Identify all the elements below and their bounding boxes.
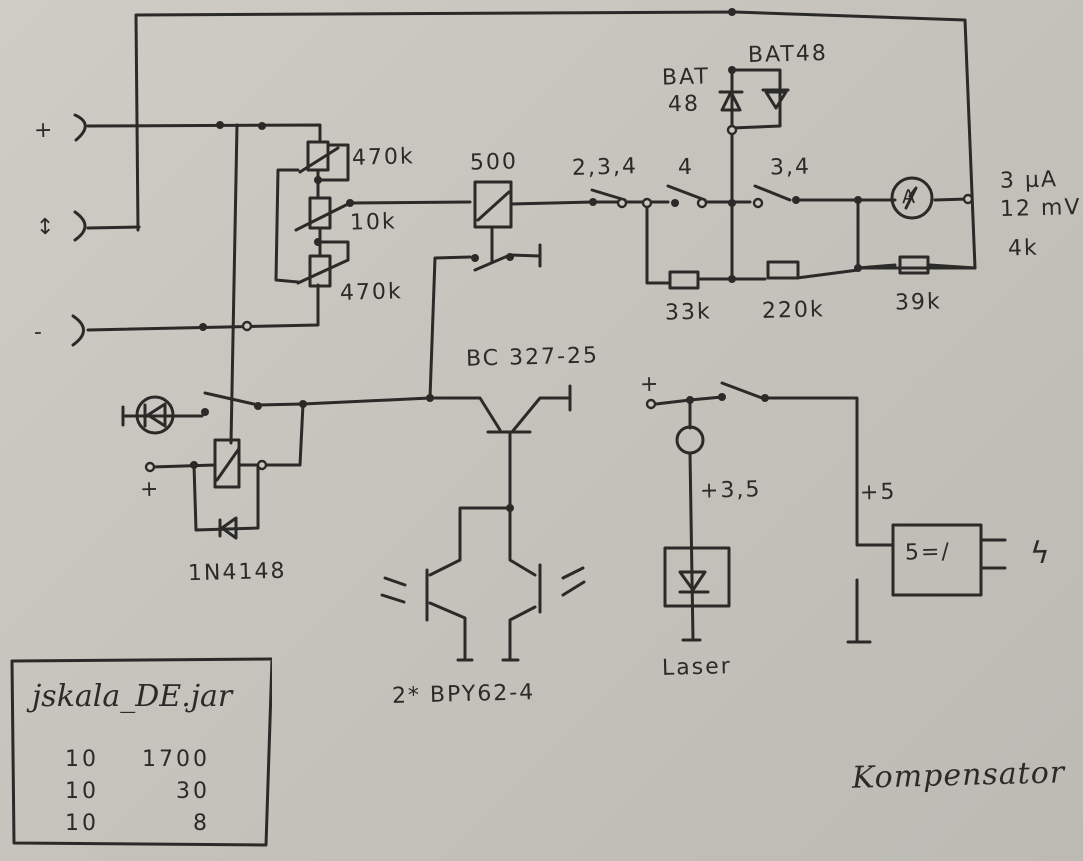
table-cell: 1700 — [142, 747, 210, 772]
table-title: jskala_DE.jar — [32, 679, 233, 714]
light-arrows — [380, 566, 586, 604]
table-cell: 10 — [65, 811, 99, 836]
table-cell: 8 — [193, 811, 210, 836]
flyback-diode-label: 1N4148 — [187, 558, 287, 587]
bat48-diodes — [718, 88, 790, 112]
photodiode-left — [135, 395, 175, 435]
jack-signal — [73, 210, 87, 242]
converter-label: 5=/ — [904, 539, 952, 566]
table-cell: 10 — [65, 779, 99, 804]
wire-top-loop — [134, 10, 977, 270]
bc327-transistor — [428, 384, 572, 577]
converter-voltage-label: +5 — [859, 479, 897, 506]
wire-pot-relay — [348, 200, 472, 205]
meter-spec-resistance: 4k — [1007, 235, 1040, 262]
wire-minus-input — [86, 283, 320, 332]
resistor-39k — [898, 255, 930, 275]
wire-relay-switch — [509, 200, 595, 206]
dc-converter — [891, 523, 983, 597]
diode-left-label-1: BAT — [661, 64, 711, 91]
relay-left-slash — [215, 448, 240, 482]
relay-left-wires — [150, 463, 264, 532]
resistor-220k — [766, 260, 800, 280]
resistor-39k-label: 39k — [894, 289, 943, 316]
converter-output-icon: ϟ — [1029, 535, 1053, 572]
terminal-signal-label: ↕ — [35, 214, 57, 241]
switch-a-label: 2,3,4 — [571, 154, 639, 181]
switch-c-label: 3,4 — [769, 154, 812, 181]
bpy62-phototransistors — [425, 563, 542, 662]
wire-plus-input — [86, 123, 322, 144]
meter-symbol: A — [901, 185, 918, 209]
diode-left-label-2: 48 — [667, 91, 701, 118]
meter-needle-icon — [904, 186, 918, 210]
meter-spec-current: 3 µA — [999, 167, 1059, 194]
junction-dots — [144, 8, 974, 512]
led-indicator — [675, 425, 705, 455]
transistor-label: BC 327-25 — [465, 343, 600, 372]
meter-spec-voltage: 12 mV — [999, 194, 1082, 223]
settings-table: jskala_DE.jar 10 1700 10 30 10 8 — [10, 657, 272, 847]
resistor-33k — [668, 270, 700, 290]
relay-500-label: 500 — [469, 149, 519, 176]
terminal-plus-label: + — [33, 117, 55, 144]
relay-supply-label: + — [139, 476, 161, 503]
resistor-220k-label: 220k — [761, 297, 826, 324]
laser-wire — [681, 398, 702, 642]
jack-minus — [71, 314, 85, 347]
trim-pot-bottom-label: 470k — [339, 279, 404, 306]
phototransistor-label: 2* BPY62-4 — [391, 680, 536, 709]
photodiode-left-glyph — [143, 402, 167, 428]
pot-middle-label: 10k — [349, 209, 398, 236]
page-title: Kompensator — [851, 755, 1066, 796]
jack-plus — [73, 113, 87, 142]
wire-relay-contact — [428, 255, 472, 400]
ammeter — [890, 176, 934, 220]
relay-coil-slash — [476, 190, 511, 222]
terminal-minus-label: - — [33, 319, 45, 346]
laser-voltage-label: +3,5 — [699, 477, 762, 504]
diode-1n4148 — [218, 516, 238, 540]
laser-label: Laser — [661, 654, 733, 681]
laser-module — [663, 546, 731, 608]
wire-led-switch — [121, 391, 432, 467]
table-cell: 30 — [176, 779, 210, 804]
converter-outputs — [979, 538, 1007, 570]
switch-b-label: 4 — [677, 154, 695, 181]
trim-pot-top-label: 470k — [351, 144, 416, 171]
trim-links — [316, 143, 350, 262]
resistor-33k-label: 33k — [664, 299, 713, 326]
table-border — [10, 657, 272, 847]
laser-supply-label: + — [639, 371, 661, 398]
wire-signal-input — [86, 225, 141, 230]
laser-diode-glyph — [678, 570, 710, 594]
wire-vertical-bus — [229, 123, 239, 445]
relay-contact — [473, 225, 542, 272]
table-cell: 10 — [65, 747, 99, 772]
wiper-link — [274, 168, 300, 284]
wiper-arrows — [294, 146, 352, 285]
diode-right-label: BAT48 — [747, 40, 829, 69]
